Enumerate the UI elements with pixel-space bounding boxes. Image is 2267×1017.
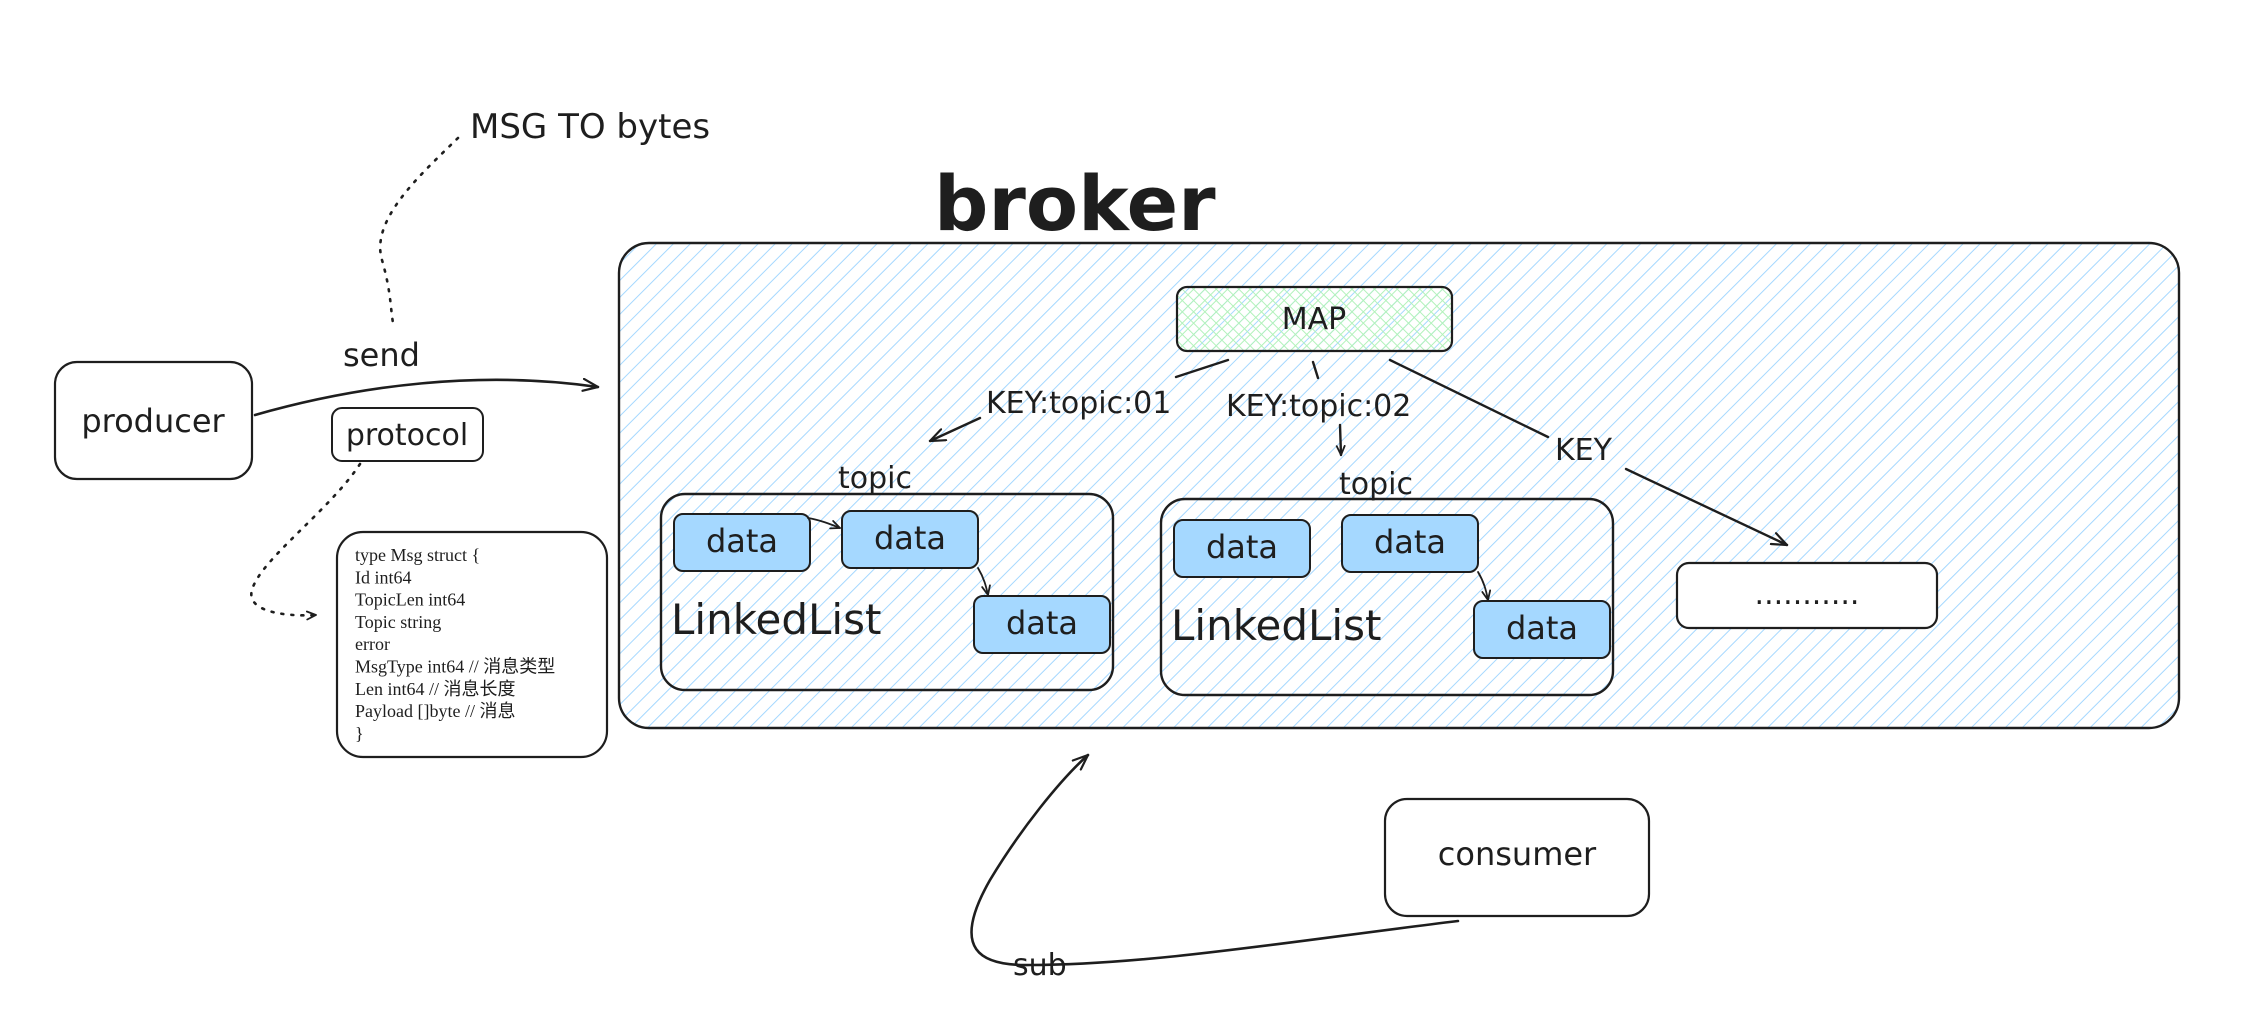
edge-key-label: KEY <box>1555 433 1613 468</box>
code-line: } <box>355 723 364 743</box>
ellipsis-box <box>1675 561 1939 630</box>
consumer-label: consumer <box>1438 835 1597 873</box>
edge-topic01-segment <box>1174 358 1230 379</box>
map-label: MAP <box>1282 302 1347 337</box>
topic-2-data-3 <box>1473 600 1611 659</box>
ellipsis-label: ........... <box>1755 577 1860 612</box>
code-line: Id int64 <box>355 567 412 587</box>
edge-key-segment <box>1388 358 1550 439</box>
edge-topic02-label: KEY:topic:02 <box>1226 389 1411 424</box>
code-line: type Msg struct { <box>355 545 480 565</box>
topic-1-list-label: LinkedList <box>671 595 881 644</box>
topic-1-data-3 <box>973 595 1111 654</box>
protocol-label: protocol <box>346 418 468 453</box>
code-line: Payload []byte // 消息 <box>355 701 515 721</box>
sub-label: sub <box>1013 948 1067 983</box>
broker-title: broker <box>934 159 1216 248</box>
topic-2-data-3-label: data <box>1506 609 1578 647</box>
sub-arrow <box>970 753 1460 967</box>
topic-1-link-2 <box>977 567 991 596</box>
code-box <box>335 530 609 759</box>
topic-1-label: topic <box>838 461 912 496</box>
protocol-connector <box>250 462 362 621</box>
topic-1-data-2-label: data <box>874 519 946 557</box>
code-line: Topic string <box>355 612 441 632</box>
topic-1-data-1 <box>673 513 811 572</box>
topic-1-data-3-label: data <box>1006 604 1078 642</box>
topic-2-label: topic <box>1339 467 1413 502</box>
msg-to-bytes-label: MSG TO bytes <box>470 107 710 147</box>
topic-2-data-2-label: data <box>1374 523 1446 561</box>
topic-1-box <box>659 492 1115 692</box>
topic-2-data-1 <box>1173 519 1311 578</box>
topic-2-box <box>1159 497 1615 697</box>
map-box <box>1175 285 1454 353</box>
edge-topic02-arrow <box>1335 423 1346 457</box>
producer-box <box>53 360 254 481</box>
send-label: send <box>343 336 420 374</box>
msg-to-bytes-connector <box>378 136 460 330</box>
topic-2-list-label: LinkedList <box>1171 601 1381 650</box>
code-lines: type Msg struct { Id int64 TopicLen int6… <box>355 545 555 743</box>
consumer-box <box>1383 797 1651 918</box>
edge-key-arrow <box>1624 467 1789 547</box>
topic-1-data-1-label: data <box>706 522 778 560</box>
code-line: TopicLen int64 <box>355 590 465 610</box>
edge-topic02-segment <box>1311 360 1320 380</box>
code-line: error <box>355 634 390 654</box>
topic-1-data-2 <box>841 510 979 569</box>
topic-2-data-1-label: data <box>1206 528 1278 566</box>
code-line: MsgType int64 // 消息类型 <box>355 657 555 677</box>
edge-topic01-arrow <box>928 416 982 443</box>
send-arrow <box>253 380 600 417</box>
code-line: Len int64 // 消息长度 <box>355 679 516 699</box>
producer-label: producer <box>81 402 225 440</box>
topic-1-link-1 <box>807 517 841 530</box>
edge-topic01-label: KEY:topic:01 <box>986 386 1171 421</box>
topic-2-data-2 <box>1341 514 1479 573</box>
topic-2-link-1 <box>1477 571 1492 601</box>
protocol-box <box>331 407 484 462</box>
